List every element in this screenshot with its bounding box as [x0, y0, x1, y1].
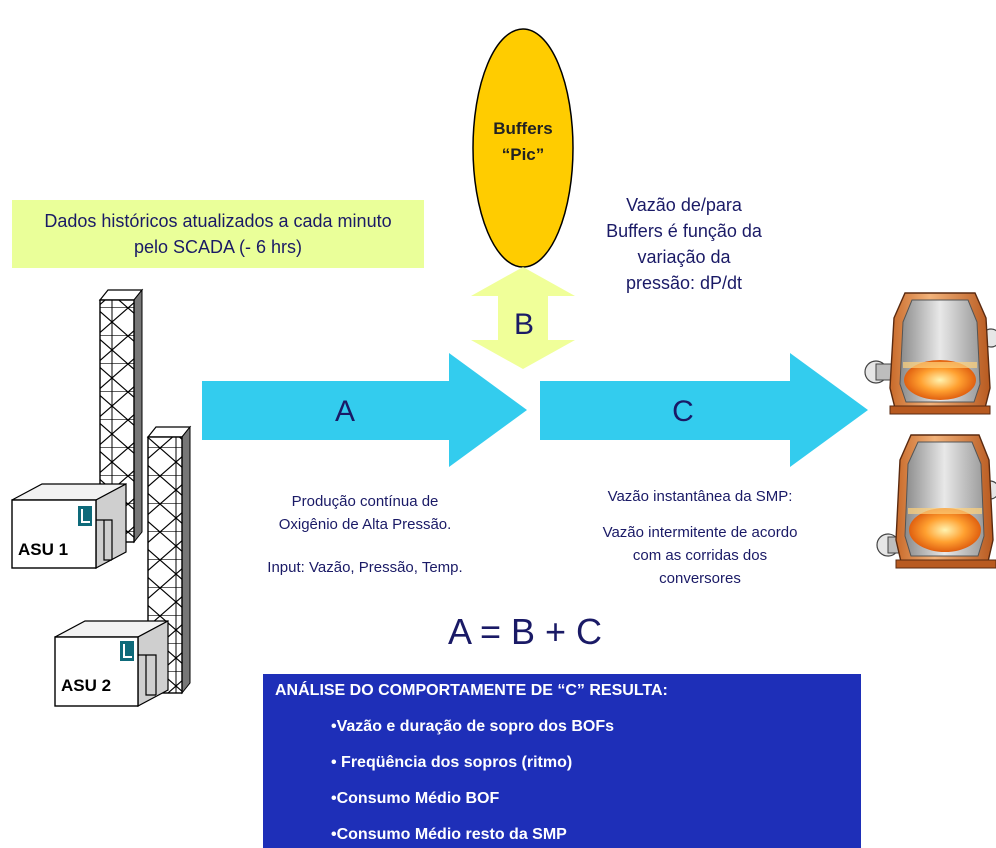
input-note: Input: Vazão, Pressão, Temp. [267, 559, 463, 576]
asu-2-building [54, 620, 169, 707]
smp-note-body: Vazão intermitente de acordo com as corr… [560, 521, 840, 590]
asu-1-label: ASU 1 [18, 540, 69, 559]
analysis-box: ANÁLISE DO COMPORTAMENTE DE “C” RESULTA:… [263, 674, 861, 848]
smp-note-body-line2: com as corridas dos [632, 547, 768, 564]
analysis-heading: ANÁLISE DO COMPORTAMENTE DE “C” RESULTA: [275, 682, 668, 699]
smp-note-body-line1: Vazão intermitente de acordo [602, 524, 798, 541]
analysis-item-2: • Freqüência dos sopros (ritmo) [331, 754, 573, 771]
converter-1-icon [864, 292, 996, 415]
analysis-item-3: •Consumo Médio BOF [331, 790, 500, 807]
buffer-label-line1: Buffers [493, 119, 553, 138]
buffer-label: Buffers “Pic” [471, 116, 575, 168]
production-note-line2: Oxigênio de Alta Pressão. [278, 516, 452, 533]
history-note-box: Dados históricos atualizados a cada minu… [12, 200, 424, 268]
buffer-flow-note-line4: pressão: dP/dt [625, 273, 743, 293]
production-note: Produção contínua de Oxigênio de Alta Pr… [230, 490, 500, 536]
buffer-label-line2: “Pic” [501, 145, 545, 164]
history-note-text: Dados históricos atualizados a cada minu… [44, 211, 392, 257]
analysis-item-1: •Vazão e duração de sopro dos BOFs [331, 718, 615, 735]
buffer-double-arrow [471, 267, 575, 369]
arrow-b-label: B [513, 308, 534, 341]
arrow-a [202, 353, 527, 467]
buffer-flow-note-line1: Vazão de/para [626, 195, 742, 215]
arrow-c-label: C [672, 395, 694, 428]
production-note-line1: Produção contínua de [291, 493, 439, 510]
asu-2-label: ASU 2 [61, 676, 112, 695]
buffer-flow-note-line2: Buffers é função da [606, 221, 762, 241]
smp-note-body-line3: conversores [659, 570, 741, 587]
arrow-c [540, 353, 868, 467]
converter-2-icon [876, 434, 996, 569]
smp-note-title: Vazão instantânea da SMP: [607, 488, 793, 505]
analysis-item-4: •Consumo Médio resto da SMP [331, 826, 567, 843]
equation: A = B + C [447, 611, 603, 652]
buffer-flow-note: Vazão de/para Buffers é função da variaç… [574, 192, 794, 296]
asu-1-building [11, 483, 127, 569]
arrow-a-label: A [334, 395, 355, 428]
buffer-flow-note-line3: variação da [637, 247, 731, 267]
